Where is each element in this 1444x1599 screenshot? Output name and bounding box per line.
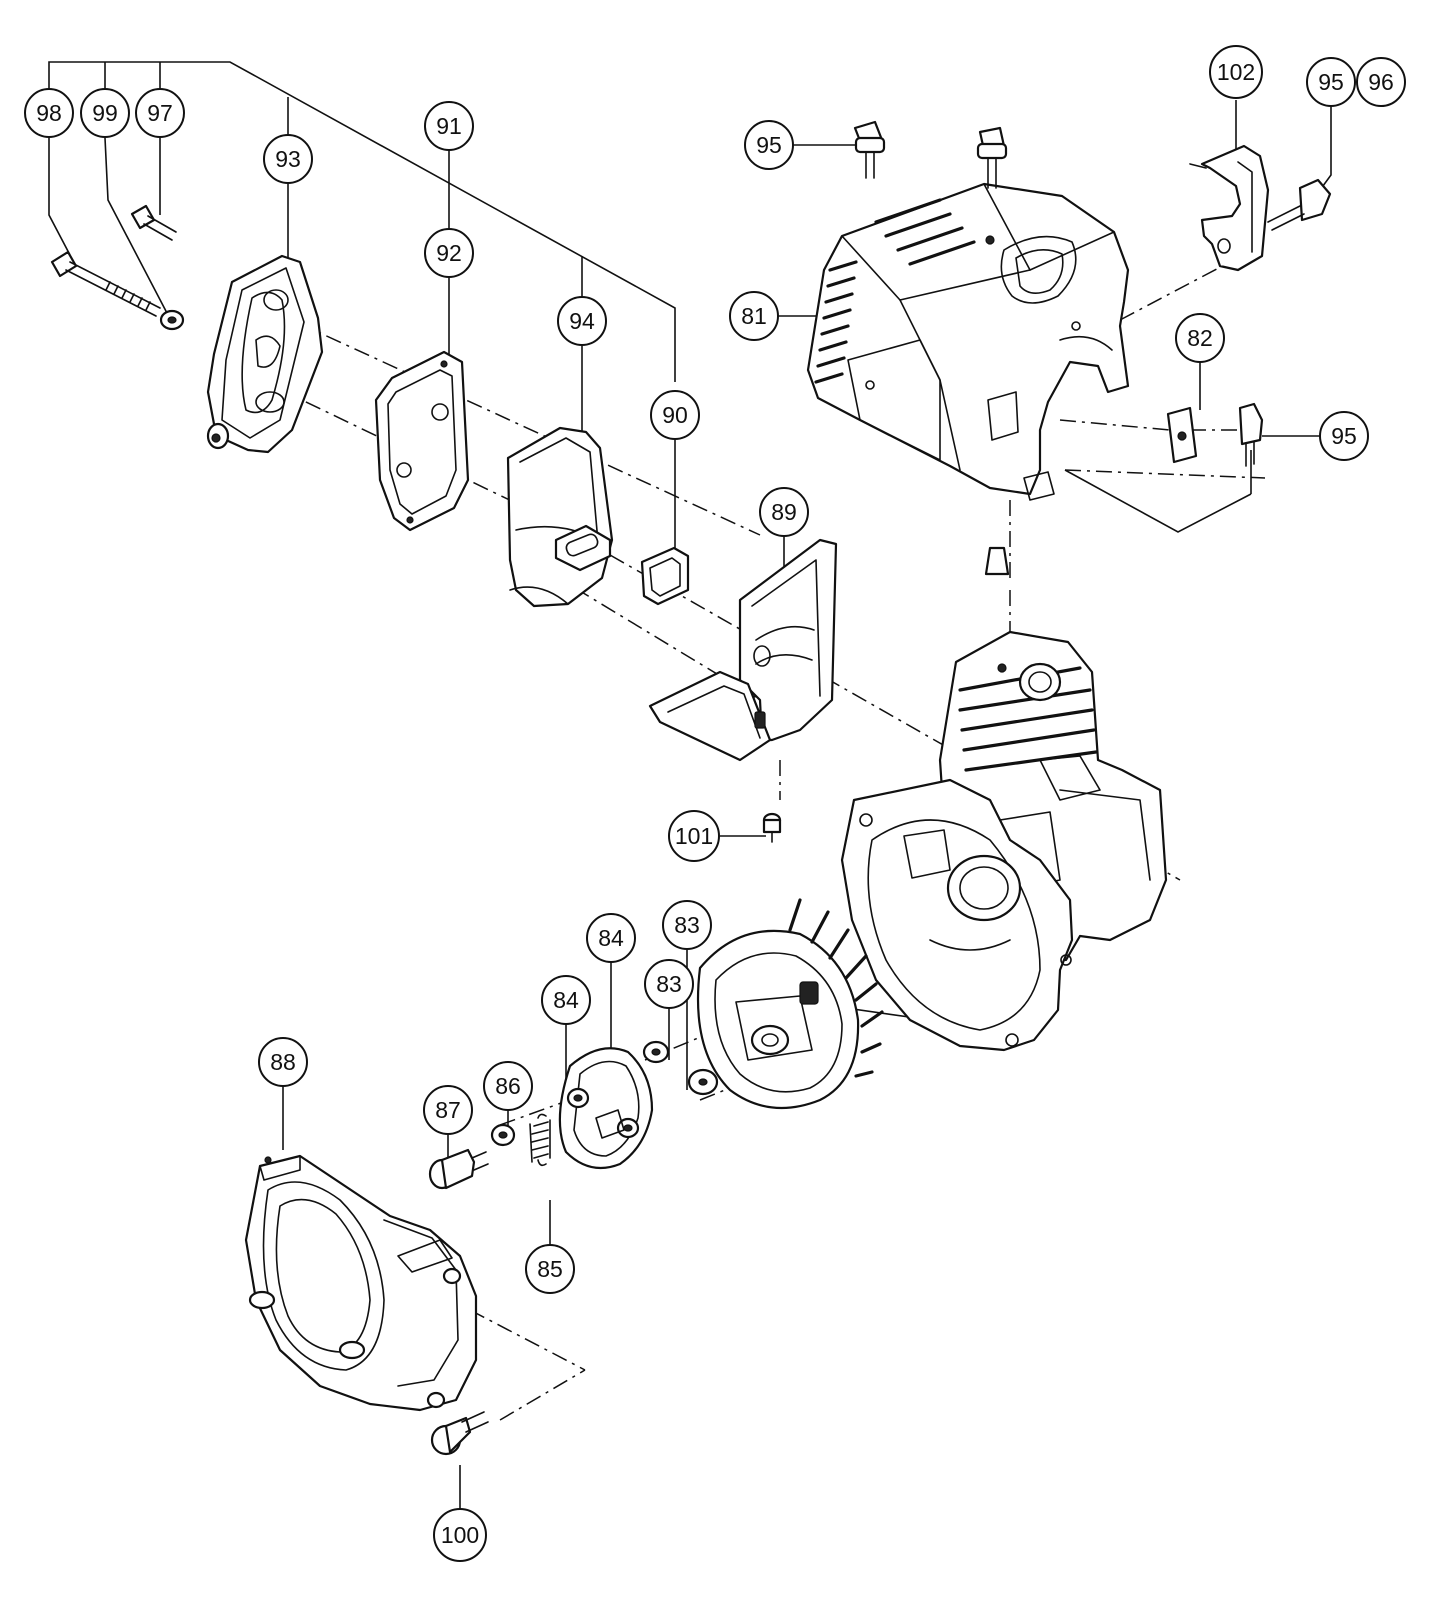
screw-95-top-left (853, 120, 886, 179)
svg-text:90: 90 (662, 402, 688, 428)
screw-100 (430, 1411, 489, 1456)
callout-88: 88 (258, 1037, 308, 1087)
muffler-cover-93 (206, 254, 324, 454)
callout-90: 90 (650, 390, 700, 440)
svg-text:91: 91 (436, 113, 462, 139)
cover-cushion-82 (1166, 406, 1198, 464)
callout-98: 98 (24, 88, 74, 138)
washer-86 (490, 1123, 516, 1147)
clutch-shoe-84 (558, 1047, 654, 1170)
svg-text:82: 82 (1187, 325, 1213, 351)
svg-text:101: 101 (675, 823, 713, 849)
callout-101: 101 (668, 810, 720, 862)
svg-text:102: 102 (1217, 59, 1255, 85)
muffler-gasket-90 (640, 546, 690, 606)
callout-91: 91 (424, 101, 474, 151)
callout-83-upper: 83 (662, 900, 712, 950)
shoulder-bolt-87 (428, 1148, 489, 1190)
svg-text:83: 83 (656, 971, 682, 997)
callout-84-lower: 84 (541, 975, 591, 1025)
svg-text:86: 86 (495, 1073, 521, 1099)
svg-text:95: 95 (756, 132, 782, 158)
svg-text:92: 92 (436, 240, 462, 266)
svg-text:100: 100 (441, 1522, 479, 1548)
callout-81: 81 (729, 291, 779, 341)
svg-text:97: 97 (147, 100, 173, 126)
callout-86: 86 (483, 1061, 533, 1111)
screw-101 (762, 812, 782, 843)
callouts: 98 99 97 93 91 92 94 90 89 101 95 81 102… (24, 45, 1406, 1562)
washer-99 (159, 309, 185, 331)
svg-text:98: 98 (36, 100, 62, 126)
callout-92: 92 (424, 228, 474, 278)
callout-96: 96 (1356, 57, 1406, 107)
callout-82: 82 (1175, 313, 1225, 363)
cylinder-cover-81 (806, 182, 1130, 501)
flywheel (696, 898, 884, 1110)
callout-95-right: 95 (1319, 411, 1369, 461)
callout-87: 87 (423, 1085, 473, 1135)
svg-text:84: 84 (598, 925, 624, 951)
callout-94: 94 (557, 296, 607, 346)
washer-83-lower (687, 1068, 719, 1096)
muffler-bracket-89 (648, 538, 838, 762)
svg-text:85: 85 (537, 1256, 563, 1282)
svg-text:94: 94 (569, 308, 595, 334)
callout-84-upper: 84 (586, 913, 636, 963)
svg-text:96: 96 (1368, 69, 1394, 95)
svg-text:88: 88 (270, 1049, 296, 1075)
gasket-92 (374, 350, 470, 532)
svg-text:81: 81 (741, 303, 767, 329)
muffler-94 (506, 426, 614, 608)
callout-102: 102 (1209, 45, 1263, 99)
svg-text:89: 89 (771, 499, 797, 525)
callout-97: 97 (135, 88, 185, 138)
svg-text:95: 95 (1331, 423, 1357, 449)
bolt-97 (130, 204, 177, 241)
long-bolt-98 (50, 250, 161, 317)
svg-text:83: 83 (674, 912, 700, 938)
svg-text:99: 99 (92, 100, 118, 126)
callout-83-lower: 83 (644, 959, 694, 1009)
screw-95-top-right (976, 126, 1008, 189)
clutch-spring-85 (529, 1113, 551, 1167)
callout-99: 99 (80, 88, 130, 138)
screw-95-right (1238, 402, 1264, 467)
svg-text:93: 93 (275, 146, 301, 172)
callout-93: 93 (263, 134, 313, 184)
screw-95-96 (1267, 178, 1332, 231)
washer-83-upper (642, 1040, 670, 1064)
svg-text:95: 95 (1318, 69, 1344, 95)
clutch-case-88 (244, 1154, 478, 1412)
callout-89: 89 (759, 487, 809, 537)
svg-text:87: 87 (435, 1097, 461, 1123)
callout-95-top: 95 (744, 120, 794, 170)
crankcase-housing (840, 778, 1074, 1052)
callout-100: 100 (433, 1508, 487, 1562)
svg-text:84: 84 (553, 987, 579, 1013)
cylinder-spacer (984, 546, 1010, 576)
callout-95-right-top: 95 (1306, 57, 1356, 107)
cover-bracket-102 (1189, 144, 1270, 272)
callout-85: 85 (525, 1244, 575, 1294)
